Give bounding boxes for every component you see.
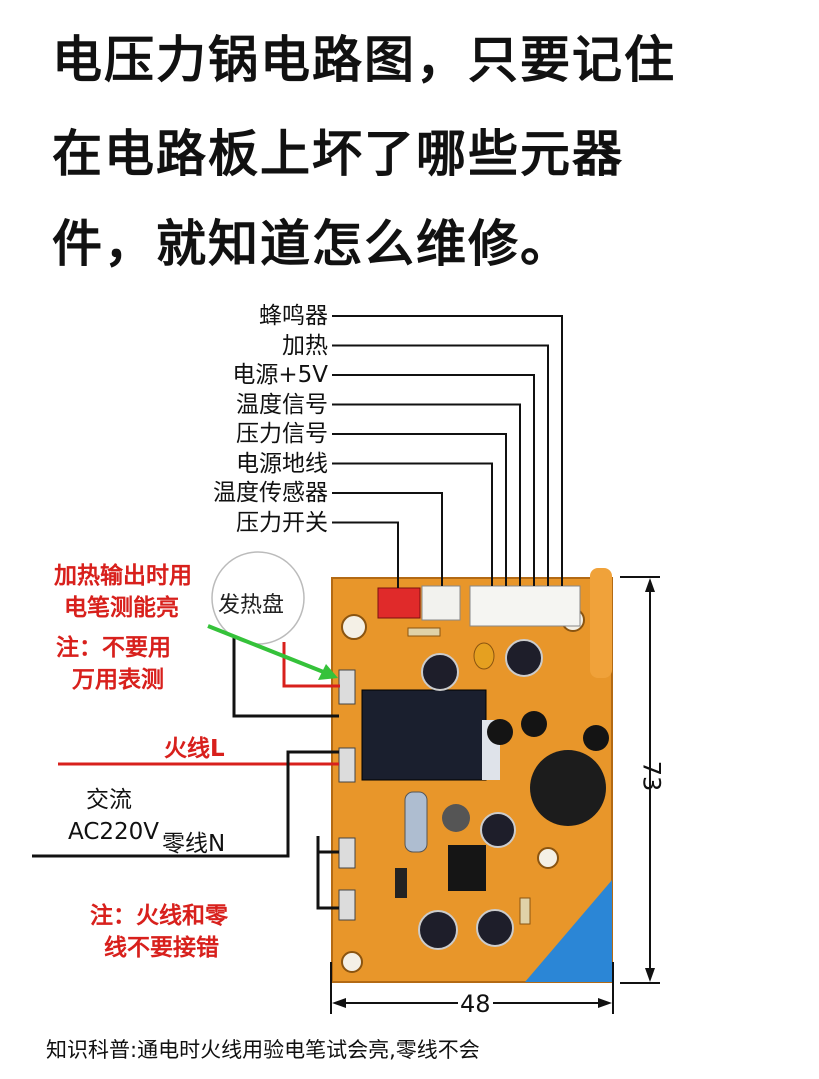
note-text-2: 万用表测 xyxy=(72,667,164,693)
heater-plate-label: 发热盘 xyxy=(218,593,285,618)
heat-wire-black xyxy=(232,636,339,718)
leader-line-6 xyxy=(332,462,493,586)
dimension-height-label: 73 xyxy=(637,760,666,792)
ac-label-2: AC220V xyxy=(68,819,160,845)
warning-text-1: 注：火线和零 xyxy=(90,903,228,929)
heating-output-text-1: 加热输出时用 xyxy=(54,563,192,589)
mount-hole-br xyxy=(537,847,559,869)
power-resistor xyxy=(404,791,428,853)
connector-label-3: 电源+5V xyxy=(232,362,328,388)
leader-line-1 xyxy=(332,315,563,586)
ac-label-1: 交流 xyxy=(86,787,132,813)
dimension-height xyxy=(620,576,660,984)
capacitor-3 xyxy=(480,812,516,848)
terminal-neutral-2 xyxy=(338,889,356,921)
connector-red xyxy=(377,587,421,619)
connector-label-2: 加热 xyxy=(282,332,328,359)
connector-white-large xyxy=(469,585,581,627)
capacitor-5 xyxy=(476,909,514,947)
connector-label-8: 压力开关 xyxy=(236,509,328,536)
capacitor-4 xyxy=(418,910,458,950)
leader-line-8 xyxy=(332,521,399,588)
neutral-wire xyxy=(32,750,339,858)
title-line-1: 电压力锅电路图，只要记住 xyxy=(52,31,676,89)
leader-line-4 xyxy=(332,403,521,586)
neutral-branch xyxy=(316,836,339,910)
capacitor-1 xyxy=(421,653,459,691)
connector-white-small xyxy=(421,585,461,621)
terminal-neutral-1 xyxy=(338,837,356,869)
transistor-3 xyxy=(583,725,609,751)
connector-label-7: 温度传感器 xyxy=(213,480,328,506)
buzzer xyxy=(530,750,606,826)
transistor-1 xyxy=(487,719,513,745)
leader-line-3 xyxy=(332,374,535,586)
ceramic-cap xyxy=(473,642,495,670)
leader-line-7 xyxy=(332,492,443,586)
relay xyxy=(361,689,487,781)
capacitor-2 xyxy=(505,639,543,677)
note-text-1: 注：不要用 xyxy=(56,635,171,661)
green-arrow xyxy=(207,624,338,680)
warning-text-2: 线不要接错 xyxy=(104,935,219,961)
neutral-wire-label: 零线N xyxy=(162,831,226,857)
connector-label-1: 蜂鸣器 xyxy=(259,303,328,329)
connector-label-5: 压力信号 xyxy=(236,421,328,447)
ac-wires xyxy=(32,636,340,910)
pcb-board xyxy=(331,568,613,983)
footer-text: 知识科普:通电时火线用验电笔试会亮,零线不会 xyxy=(46,1038,480,1062)
connector-label-4: 温度信号 xyxy=(236,391,328,418)
title-line-3: 件，就知道怎么维修。 xyxy=(52,215,572,273)
live-wire-label: 火线L xyxy=(164,736,225,762)
small-resistor-1 xyxy=(407,627,441,637)
leader-line-5 xyxy=(332,433,507,586)
small-resistor-2 xyxy=(519,897,531,925)
heating-output-text-2: 电笔测能亮 xyxy=(64,595,179,621)
board-tab xyxy=(590,568,612,678)
leader-lines xyxy=(332,315,563,588)
title-line-2: 在电路板上坏了哪些元器 xyxy=(52,125,624,183)
dimension-width-label: 48 xyxy=(458,990,493,1018)
transistor-4 xyxy=(442,804,470,832)
blue-corner xyxy=(525,880,612,982)
ic-chip xyxy=(448,845,486,891)
diode-1 xyxy=(395,868,407,898)
leader-line-2 xyxy=(332,344,549,586)
transistor-2 xyxy=(521,711,547,737)
mount-hole-tl xyxy=(341,614,367,640)
terminal-live xyxy=(338,747,356,783)
connector-label-6: 电源地线 xyxy=(236,450,328,477)
mount-hole-bl xyxy=(341,951,363,973)
terminal-heat xyxy=(338,669,356,705)
